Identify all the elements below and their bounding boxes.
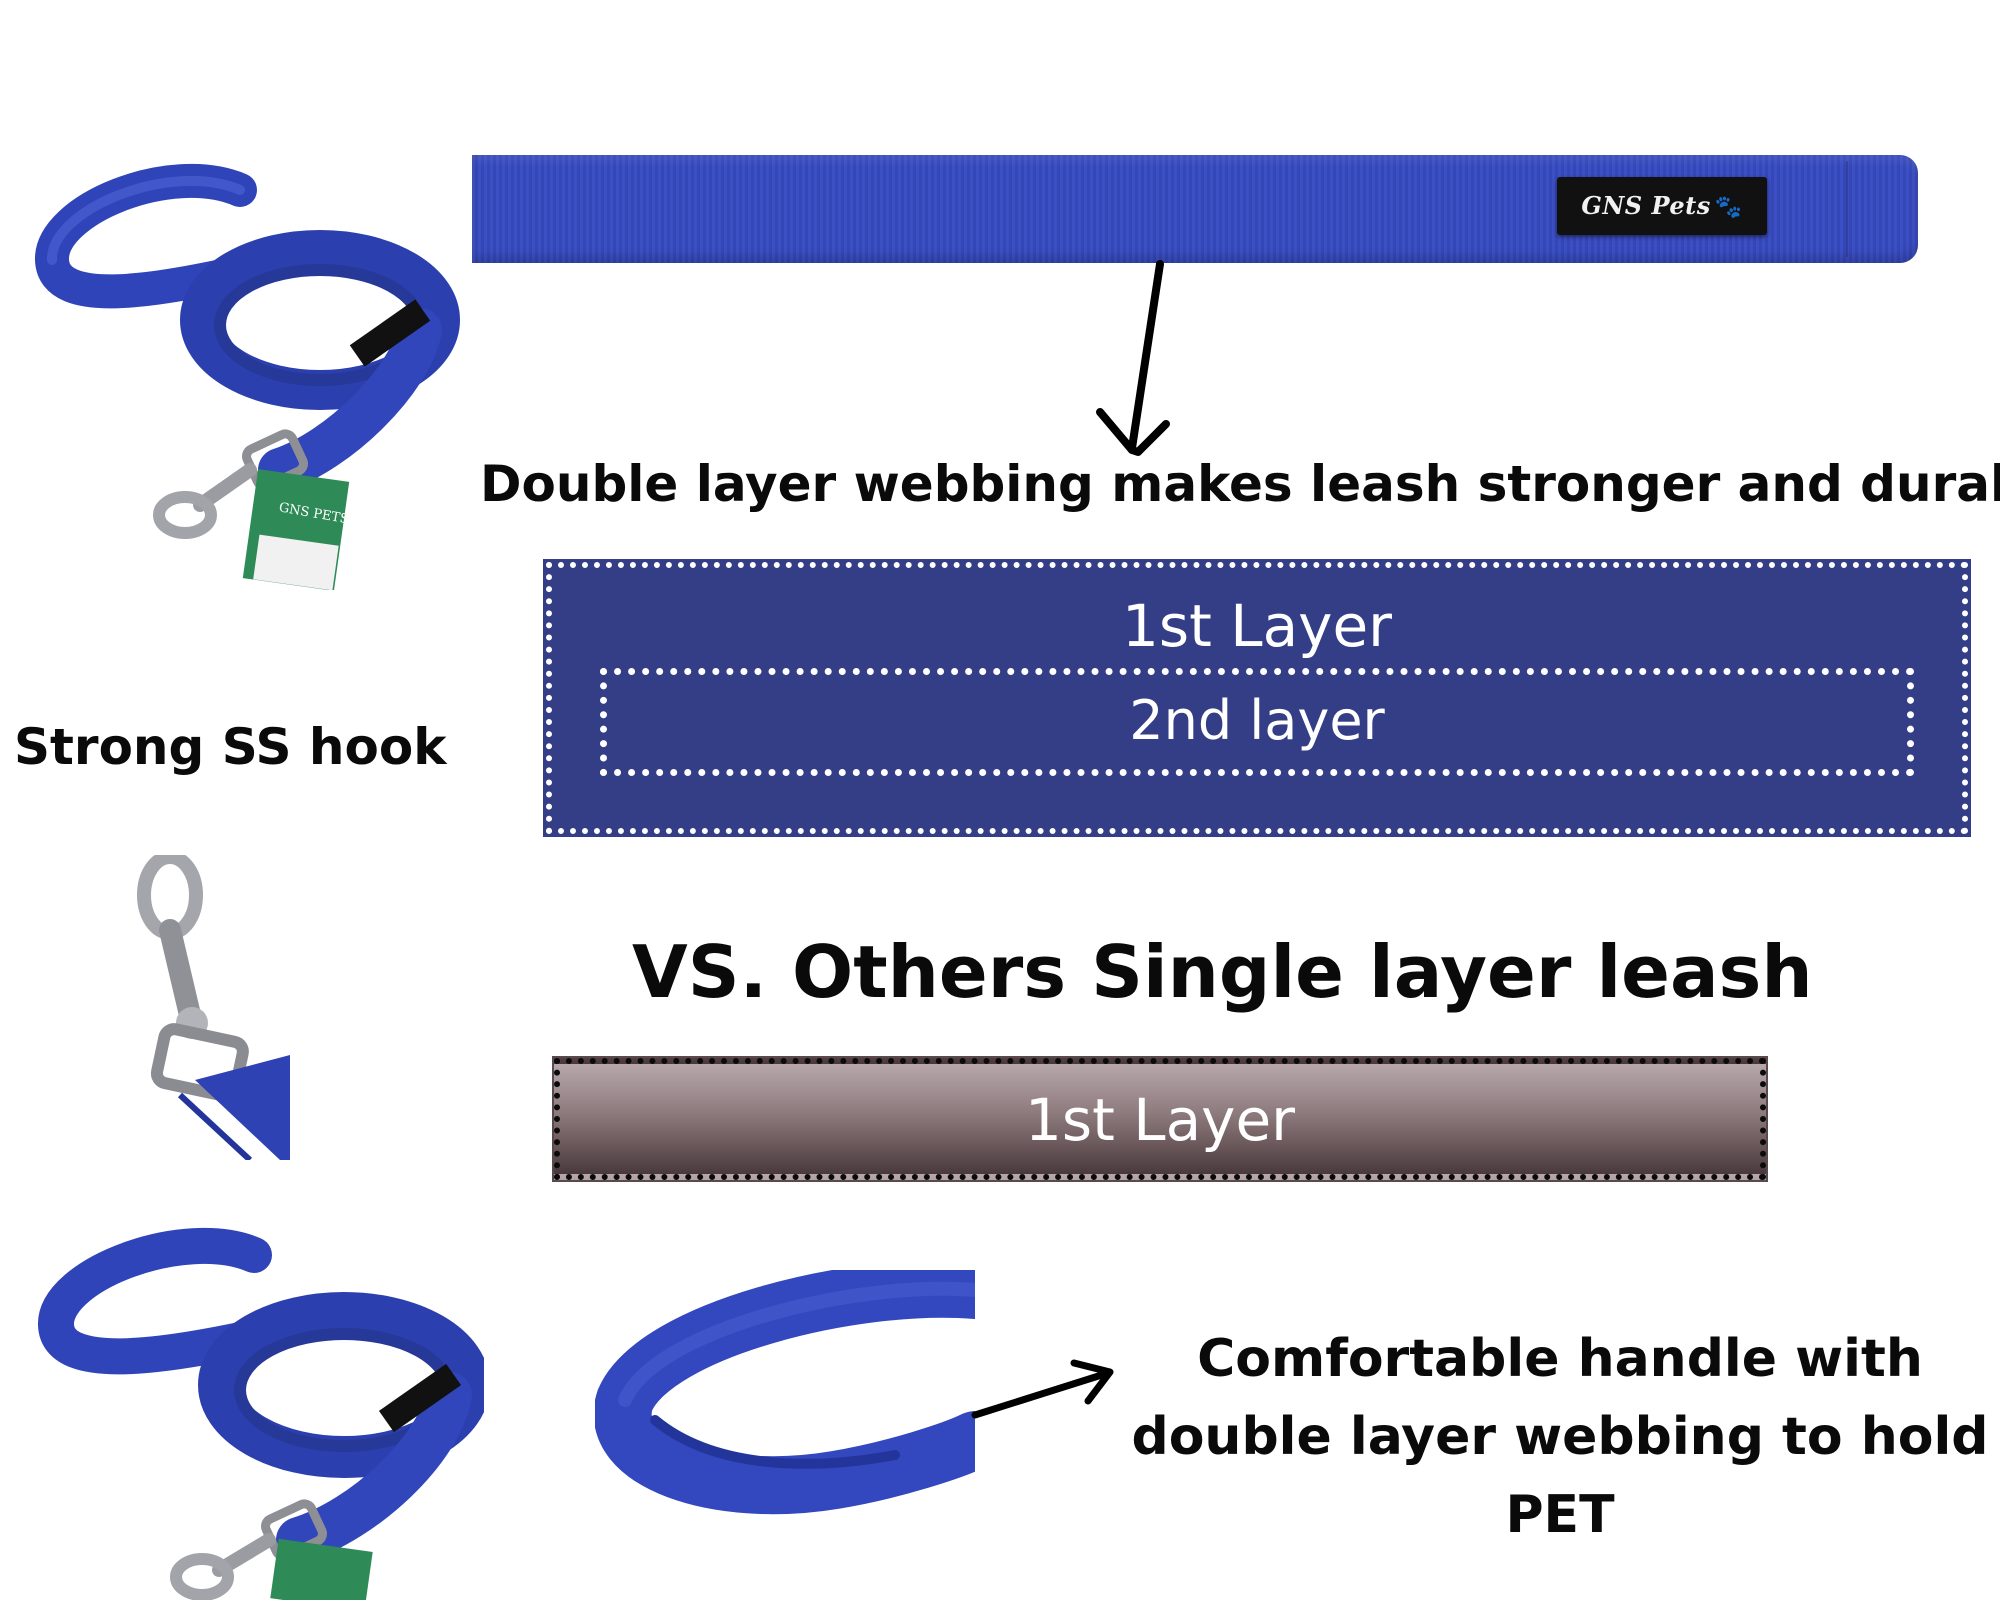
leash-product-photo: GNS PETS [20,150,460,590]
first-layer-label: 1st Layer [1121,592,1392,660]
arrow-down-icon [1096,260,1170,456]
handle-caption: Comfortable handle with double layer web… [1131,1329,1989,1545]
double-layer-headline: Double layer webbing makes leash stronge… [480,455,2000,513]
vs-single-layer-heading: VS. Others Single layer leash [632,930,1813,1014]
handle-closeup-photo [595,1270,975,1560]
brand-tag-text: GNS Pets [1581,191,1711,220]
single-layer-label: 1st Layer [1024,1086,1295,1154]
double-layer-diagram: 1st Layer 2nd layer [543,559,1971,837]
paw-icon: 🐾 [1714,194,1743,220]
brand-label-tag: GNS Pets🐾 [1557,177,1767,235]
second-layer-box: 2nd layer [600,668,1914,776]
arrow-right-icon [971,1359,1114,1419]
leash-strap-closeup: GNS Pets🐾 [472,155,1918,263]
second-layer-label: 2nd layer [1129,689,1385,752]
single-layer-diagram: 1st Layer [552,1056,1768,1182]
leash-product-photo-2 [24,1215,484,1600]
hook-closeup-photo [20,855,290,1160]
strap-stitch [1846,161,1848,257]
ss-hook-caption: Strong SS hook [14,718,447,776]
